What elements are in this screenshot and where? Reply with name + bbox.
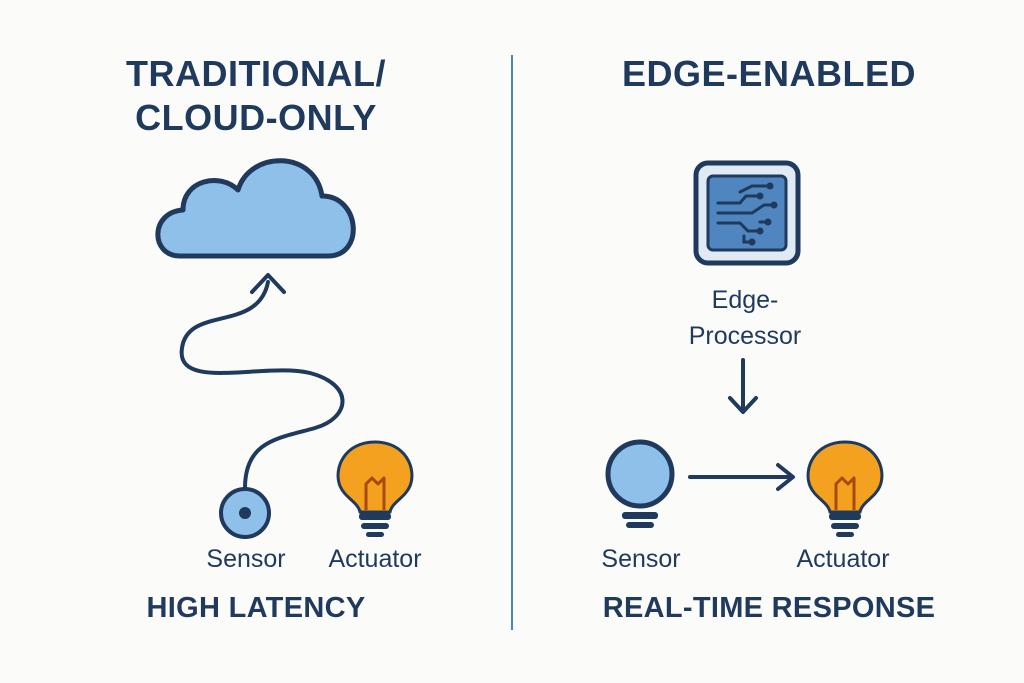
left-actuator-label: Actuator xyxy=(328,545,422,573)
left-sensor-icon xyxy=(219,487,271,539)
left-sensor-label: Sensor xyxy=(206,545,286,573)
panel-divider xyxy=(511,55,513,630)
edge-title: EDGE-ENABLED xyxy=(621,53,917,94)
right-arrow-icon xyxy=(688,463,795,491)
traditional-title-line-1: TRADITIONAL/ xyxy=(126,53,386,94)
right-actuator-label: Actuator xyxy=(796,545,890,573)
edge-processor-label: Edge- Processor xyxy=(660,282,830,354)
traditional-title-line-2: CLOUD-ONLY xyxy=(135,97,377,138)
down-arrow-icon xyxy=(728,358,758,414)
right-lightbulb-icon xyxy=(806,440,884,537)
edge-processor-label-line-1: Edge- xyxy=(711,286,779,314)
edge-processor-chip-icon xyxy=(693,160,801,266)
edge-enabled-panel: EDGE-ENABLED REAL-TIME RESPONSE xyxy=(514,0,1024,683)
traditional-cloud-panel: TRADITIONAL/ CLOUD-ONLY Sensor Actuator … xyxy=(0,52,512,624)
right-sensor-icon xyxy=(605,439,675,528)
left-footer-high-latency: HIGH LATENCY xyxy=(146,592,366,624)
cloud-icon xyxy=(155,158,356,259)
edge-processor-label-line-2: Processor xyxy=(688,322,802,350)
traditional-title: TRADITIONAL/ CLOUD-ONLY xyxy=(0,52,512,140)
right-sensor-label: Sensor xyxy=(601,545,681,573)
right-footer-real-time: REAL-TIME RESPONSE xyxy=(602,592,936,624)
left-lightbulb-icon xyxy=(336,440,414,537)
wavy-latency-path-arrow-icon xyxy=(179,273,345,490)
